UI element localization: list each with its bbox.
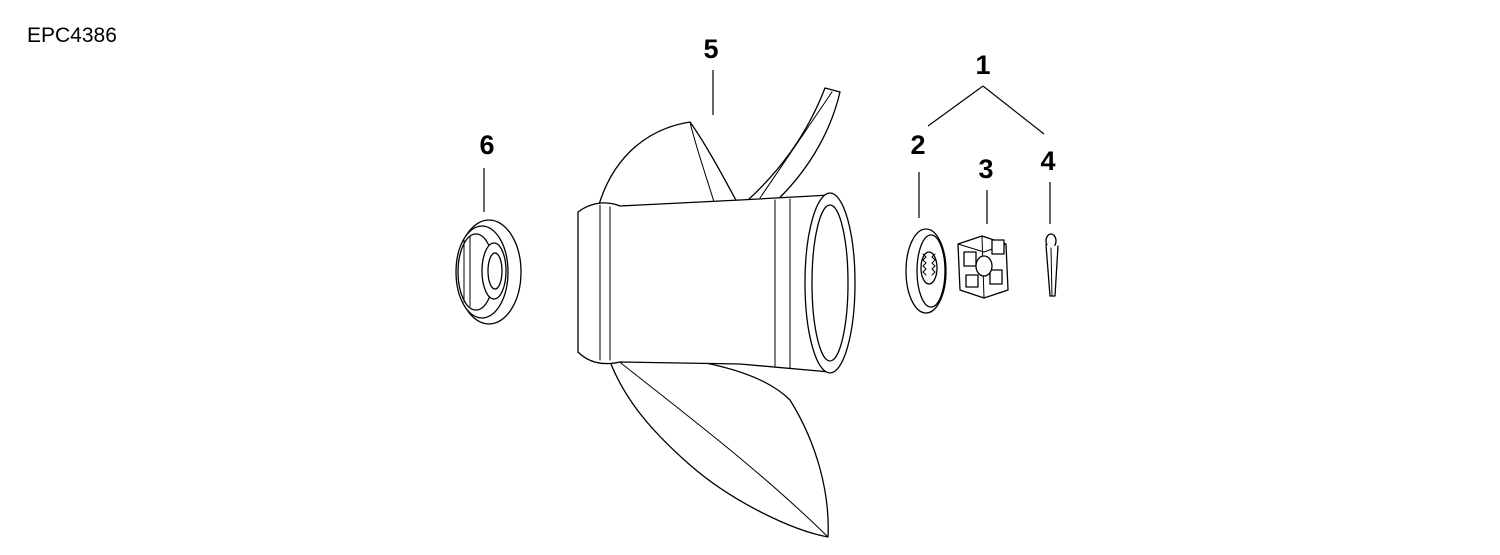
callout-6: 6	[479, 130, 494, 160]
callout-3: 3	[978, 154, 993, 184]
callout-2: 2	[910, 130, 925, 160]
callout-4: 4	[1040, 146, 1055, 176]
part-3-castle-nut	[957, 235, 1009, 299]
leader-1-left	[927, 85, 984, 127]
part-6-thrust-hub	[455, 219, 522, 325]
part-2-spline-washer	[905, 228, 947, 314]
diagram-code: EPC4386	[27, 24, 117, 47]
leader-1-right	[982, 85, 1045, 135]
callout-1: 1	[975, 50, 990, 80]
leader-lines	[483, 70, 1051, 224]
callout-5: 5	[703, 34, 718, 64]
part-4-cotter-pin	[1045, 233, 1059, 297]
part-5-propeller	[577, 87, 856, 538]
callouts: 5 1 6 2 4 3	[479, 34, 1055, 184]
